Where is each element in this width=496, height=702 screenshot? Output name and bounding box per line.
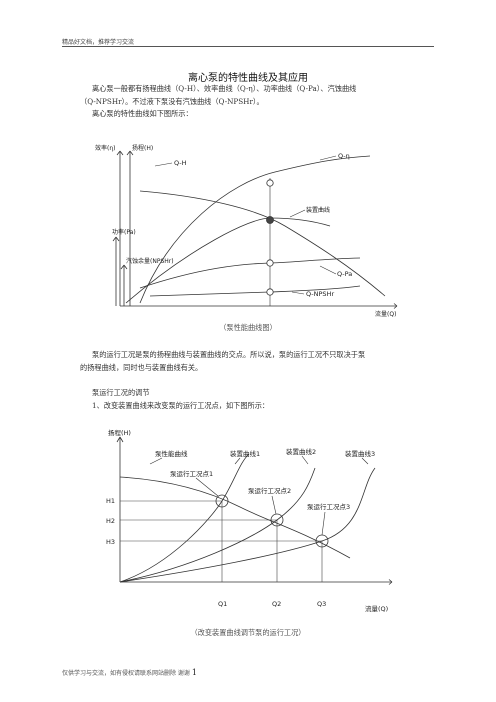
page-number: 1 — [191, 668, 197, 677]
q2-label: Q2 — [272, 600, 281, 608]
chart1-axes — [112, 150, 398, 309]
page-header: 精品好文档，推荐学习交流 — [62, 39, 135, 46]
chart1-caption: （泵性能曲线图） — [219, 323, 277, 332]
system-curve-1-label: 装置曲线1 — [230, 449, 260, 458]
flow-axis-label: 流量(Q) — [375, 310, 396, 318]
page-footer: 仅供学习与交流，如有侵权请联系网站删除 谢谢 1 — [62, 668, 197, 677]
header-divider — [62, 46, 434, 47]
chart2-caption: （改变装置曲线调节泵的运行工况） — [190, 628, 306, 637]
intro-line-3: 离心泵的特性曲线如下图所示： — [92, 109, 193, 118]
efficiency-axis-label: 效率(η) — [95, 144, 116, 152]
operating-point-2-label: 泵运行工况点2 — [248, 486, 291, 495]
qh-curve — [139, 190, 386, 297]
h2-label: H2 — [106, 517, 115, 525]
q1-label: Q1 — [218, 600, 227, 608]
operating-point-1-label: 泵运行工况点1 — [170, 469, 213, 478]
npsh-curve-label: Q-NPSHr — [306, 290, 334, 298]
para2-line-2: 的扬程曲线，同时也与装置曲线有关。 — [80, 362, 203, 372]
system-curve-3 — [119, 467, 376, 583]
operating-point-marker — [266, 216, 274, 224]
pump-performance-chart: 效率(η) 扬程(H) 功率(Pa) 汽蚀余量(NPSHr) 流量(Q) Q-H… — [95, 144, 398, 318]
q3-label: Q3 — [317, 600, 326, 608]
qh-curve-label: Q-H — [174, 159, 187, 167]
document-title: 离心泵的特性曲线及其应用 — [188, 73, 308, 84]
pump-performance-curve — [119, 476, 351, 559]
system-curve — [125, 217, 331, 304]
power-curve-label: Q-Pa — [337, 270, 352, 278]
system-curve-2 — [119, 467, 316, 583]
intro-line-1: 离心泵一般都有扬程曲线（Q-H）、效率曲线（Q-η）、功率曲线（Q-Pa）、汽蚀… — [92, 84, 357, 93]
pump-curve-label: 泵性能曲线 — [155, 449, 188, 458]
efficiency-curve — [139, 155, 371, 304]
section-heading: 泵运行工况的调节 — [92, 388, 150, 397]
intro-line-2: （Q-NPSHr）。不过液下泵没有汽蚀曲线（Q-NPSHr）。 — [80, 96, 264, 106]
efficiency-curve-label: Q-η — [338, 152, 350, 160]
para2-line-1: 泵的运行工况是泵的扬程曲线与装置曲线的交点。所以说，泵的运行工况不只取决于泵 — [92, 350, 366, 359]
power-axis-label: 功率(Pa) — [112, 228, 136, 236]
reference-lines — [120, 500, 323, 582]
chart2-flow-axis-label: 流量(Q) — [365, 604, 388, 613]
chart2-head-axis-label: 扬程(H) — [108, 428, 131, 437]
system-curve-3-label: 装置曲线3 — [345, 449, 375, 458]
head-axis-label: 扬程(H) — [132, 144, 153, 152]
h3-label: H3 — [106, 538, 115, 546]
operating-point-2-marker — [270, 513, 284, 527]
power-point-marker — [266, 259, 274, 267]
h1-label: H1 — [106, 497, 115, 505]
footer-note: 仅供学习与交流，如有侵权请联系网站删除 谢谢 — [62, 670, 190, 677]
operating-point-1-marker — [215, 494, 229, 508]
system-curve-2-label: 装置曲线2 — [286, 447, 316, 456]
system-curve-adjustment-chart: 扬程(H) 泵性能曲线 装置曲线1 装置曲线2 装置曲线3 泵运行工况点1 泵运… — [106, 428, 393, 613]
section-item-1: 1、改变装置曲线来改变泵的运行工况点，如下图所示： — [92, 400, 270, 410]
operating-point-3-label: 泵运行工况点3 — [307, 502, 350, 511]
npsh-point-marker — [266, 288, 274, 296]
chart2-axes — [116, 436, 393, 585]
efficiency-point-marker — [266, 179, 274, 187]
system-curve-label: 装置曲线 — [306, 206, 330, 214]
npsh-axis-label: 汽蚀余量(NPSHr) — [126, 257, 174, 265]
